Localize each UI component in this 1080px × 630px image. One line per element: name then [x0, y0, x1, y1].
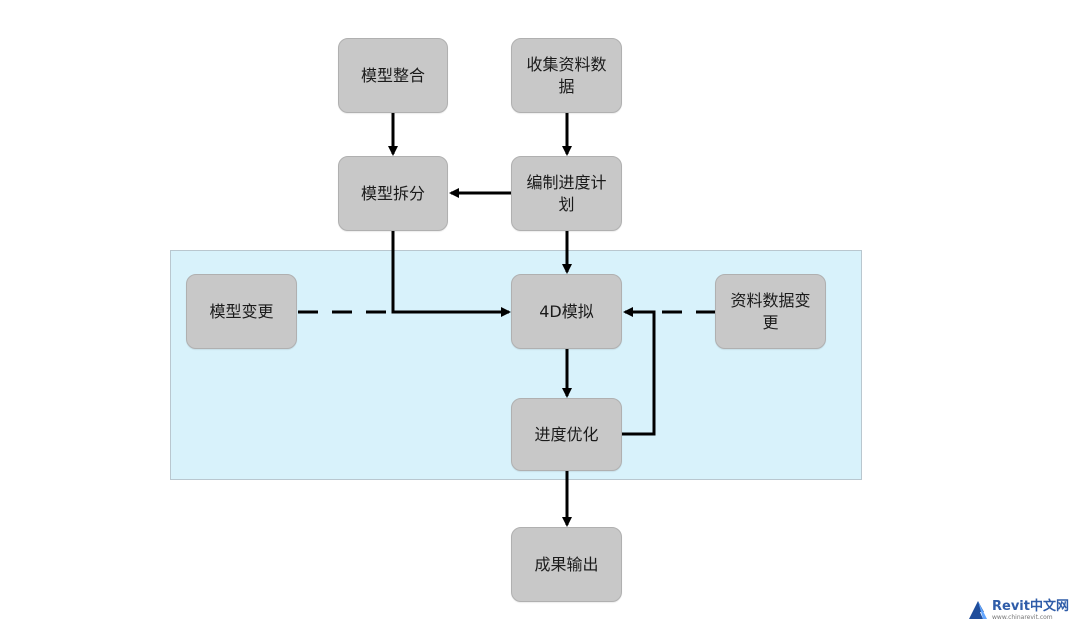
node-data-change: 资料数据变更 — [715, 274, 826, 349]
node-model-integration: 模型整合 — [338, 38, 448, 113]
node-schedule-optimize: 进度优化 — [511, 398, 622, 471]
node-collect-data: 收集资料数据 — [511, 38, 622, 113]
arrow-optimize-feedback — [622, 307, 656, 436]
node-result-output: 成果输出 — [511, 527, 622, 602]
node-model-split: 模型拆分 — [338, 156, 448, 231]
node-model-change: 模型变更 — [186, 274, 297, 349]
watermark-url: www.chinarevit.com — [992, 613, 1053, 621]
node-4d-simulation: 4D模拟 — [511, 274, 622, 349]
revit-logo-icon — [969, 601, 987, 619]
node-schedule-plan: 编制进度计划 — [511, 156, 622, 231]
arrow-split-to-4d — [391, 231, 511, 317]
watermark-logo: Revit中文网 www.chinarevit.com — [968, 597, 1076, 623]
watermark-title: Revit中文网 — [992, 598, 1069, 614]
